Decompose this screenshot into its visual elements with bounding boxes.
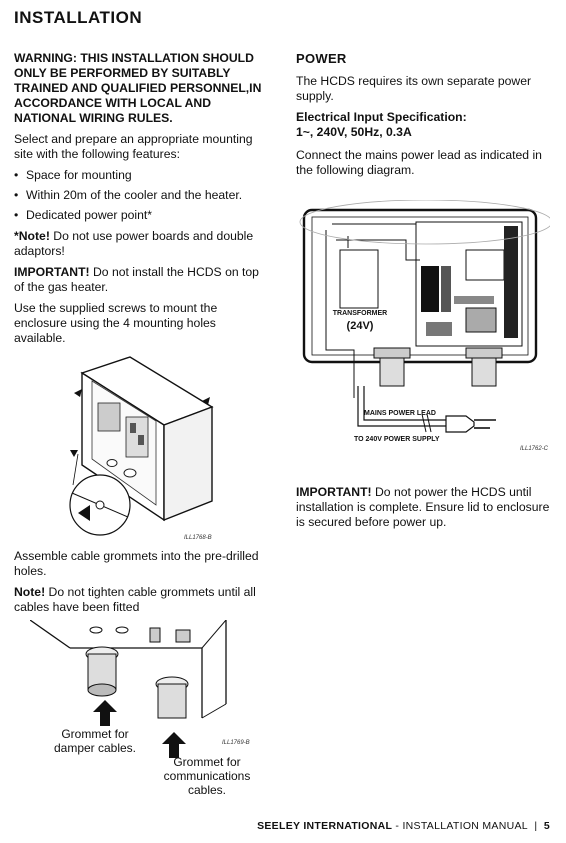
- figure-code: ILL1769-B: [222, 740, 250, 746]
- note-label: *Note!: [14, 229, 50, 243]
- footer-pipe: |: [534, 820, 538, 832]
- spec-value: 1~, 240V, 50Hz, 0.3A: [296, 125, 412, 139]
- feature-item: Within 20m of the cooler and the heater.: [14, 188, 270, 203]
- right-column-lower: IMPORTANT! Do not power the HCDS until i…: [296, 485, 552, 536]
- note-paragraph: *Note! Do not use power boards and doubl…: [14, 229, 270, 259]
- warning-text: WARNING: THIS INSTALLATION SHOULD ONLY B…: [14, 51, 262, 125]
- figure-code: ILL1768-B: [184, 535, 212, 541]
- screws-text: Use the supplied screws to mount the enc…: [14, 301, 218, 345]
- important-text: Do not install the HCDS on top of the ga…: [14, 265, 259, 294]
- intro-text: Select and prepare an appropriate mounti…: [14, 132, 253, 161]
- footer-separator: -: [392, 820, 403, 832]
- left-column: WARNING: THIS INSTALLATION SHOULD ONLY B…: [14, 51, 270, 352]
- feature-item: Dedicated power point*: [14, 208, 270, 223]
- right-column: POWER The HCDS requires its own separate…: [296, 51, 552, 184]
- page-footer: SEELEY INTERNATIONAL - INSTALLATION MANU…: [257, 820, 550, 832]
- note-text: Do not use power boards and double adapt…: [14, 229, 254, 258]
- feature-item: Space for mounting: [14, 168, 270, 183]
- important-paragraph: IMPORTANT! Do not power the HCDS until i…: [296, 485, 552, 530]
- mains-lead-label: MAINS POWER LEAD: [364, 410, 436, 417]
- important-label: IMPORTANT!: [296, 485, 372, 499]
- spec-title: Electrical Input Specification:: [296, 110, 467, 124]
- feature-list: Space for mounting Within 20m of the coo…: [14, 168, 270, 223]
- power-text: The HCDS requires its own separate power…: [296, 74, 532, 103]
- grommets-text: Assemble cable grommets into the pre-dri…: [14, 549, 259, 578]
- left-column-lower: Assemble cable grommets into the pre-dri…: [14, 549, 270, 621]
- connect-text: Connect the mains power lead as indicate…: [296, 148, 542, 177]
- grommet-comms-label: Grommet for communications cables.: [163, 755, 251, 797]
- important-paragraph: IMPORTANT! Do not install the HCDS on to…: [14, 265, 270, 295]
- footer-brand: SEELEY INTERNATIONAL: [257, 820, 393, 832]
- note2-paragraph: Note! Do not tighten cable grommets unti…: [14, 585, 270, 615]
- power-supply-label: TO 240V POWER SUPPLY: [354, 436, 440, 443]
- note2-text: Do not tighten cable grommets until all …: [14, 585, 256, 614]
- section-heading: POWER: [296, 51, 347, 66]
- transformer-label: TRANSFORMER: [332, 310, 388, 317]
- arrow-up-icon: [93, 700, 117, 726]
- transformer-voltage: (24V): [346, 320, 374, 332]
- note2-label: Note!: [14, 585, 46, 599]
- footer-manual: INSTALLATION MANUAL: [402, 820, 528, 832]
- arrow-up-icon: [162, 732, 186, 758]
- important-label: IMPORTANT!: [14, 265, 90, 279]
- page-title: INSTALLATION: [14, 8, 143, 27]
- grommet-damper-label: Grommet for damper cables.: [53, 727, 137, 755]
- important-text: Do not power the HCDS until installation…: [296, 485, 550, 529]
- enclosure-mounting-figure: [60, 355, 220, 540]
- wiring-diagram: [296, 200, 550, 450]
- grommet-figure: [30, 620, 252, 720]
- figure-code: ILL1762-C: [520, 446, 549, 452]
- page-number: 5: [543, 820, 550, 832]
